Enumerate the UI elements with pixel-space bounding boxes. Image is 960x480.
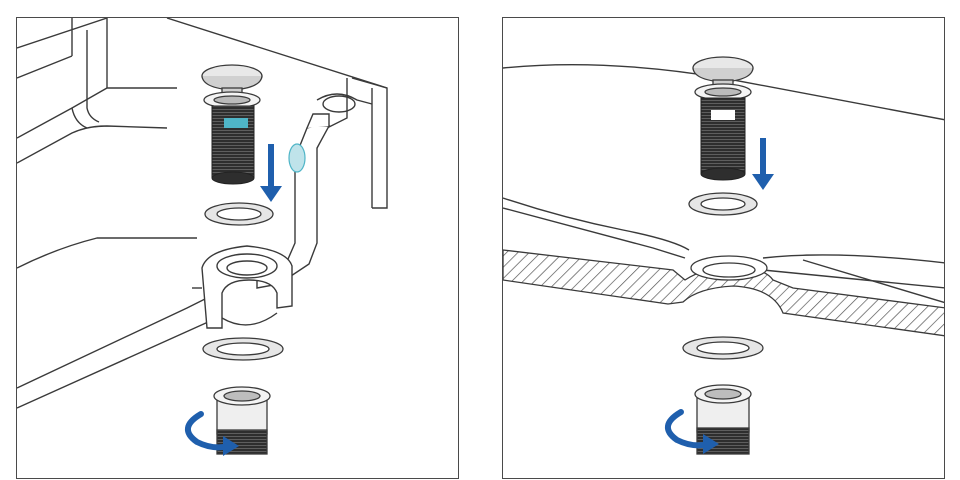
teal-label-marker	[224, 118, 248, 128]
overflow-hole-highlight	[288, 143, 306, 173]
drain-bowl	[192, 245, 293, 329]
threaded-nut	[694, 384, 752, 455]
upper-seal-ring	[204, 202, 274, 226]
overflow-notch	[316, 93, 373, 113]
left-illustration	[17, 18, 388, 456]
threaded-plug-body	[211, 105, 255, 185]
lower-seal-ring	[682, 336, 764, 360]
panel-basin-section	[502, 17, 945, 479]
down-arrow-icon	[260, 144, 282, 202]
basin-section	[503, 249, 944, 337]
down-arrow-icon	[752, 138, 774, 190]
white-label-marker	[711, 110, 735, 120]
rotate-arrow-icon	[185, 411, 239, 456]
panel-basin-with-overflow	[16, 17, 459, 479]
pop-up-cap	[692, 56, 754, 101]
lower-seal-ring	[202, 337, 284, 361]
pop-up-cap	[201, 64, 263, 109]
right-illustration	[503, 56, 944, 455]
threaded-nut	[213, 386, 271, 455]
basin-outline	[17, 18, 388, 409]
rotate-arrow-icon	[665, 409, 719, 454]
threaded-plug-body	[700, 97, 746, 181]
upper-seal-ring	[688, 192, 758, 216]
